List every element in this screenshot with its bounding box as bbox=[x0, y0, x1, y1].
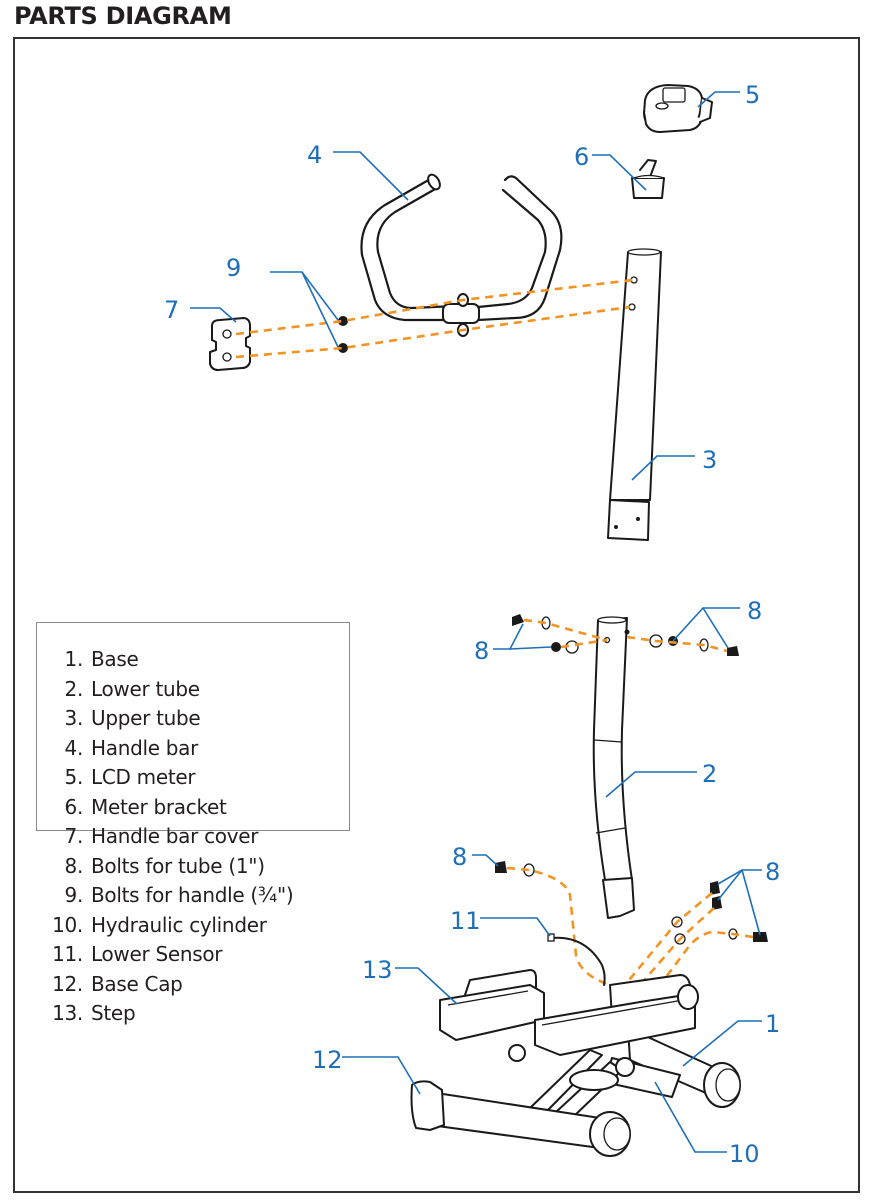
handle-bar bbox=[360, 173, 563, 337]
legend-number: 11. bbox=[52, 942, 83, 966]
legend-number: 2. bbox=[64, 676, 84, 701]
callout-3: 3 bbox=[702, 446, 717, 474]
legend-label: Hydraulic cylinder bbox=[91, 912, 267, 937]
lcd-meter bbox=[643, 84, 713, 133]
callout-8-upper-left: 8 bbox=[474, 637, 489, 665]
callout-9: 9 bbox=[226, 254, 241, 282]
legend-item: 1. Base bbox=[37, 645, 349, 675]
legend-label: Meter bracket bbox=[91, 794, 227, 819]
legend-label: Lower Sensor bbox=[91, 942, 223, 966]
legend-label: Bolts for handle (¾") bbox=[91, 883, 294, 907]
page-title: PARTS DIAGRAM bbox=[14, 2, 232, 30]
legend-number: 1. bbox=[64, 647, 84, 671]
legend-number: 10. bbox=[52, 912, 83, 937]
legend-number: 6. bbox=[64, 794, 84, 819]
legend-number: 8. bbox=[64, 853, 84, 878]
handle-bolts bbox=[338, 316, 348, 353]
legend-item: 10. Hydraulic cylinder bbox=[37, 911, 349, 941]
legend-label: Lower tube bbox=[91, 676, 200, 701]
legend-item: 9. Bolts for handle (¾") bbox=[37, 881, 349, 911]
lower-bolts-and-sensor bbox=[495, 861, 768, 987]
callout-4: 4 bbox=[307, 141, 322, 169]
callout-7: 7 bbox=[164, 296, 179, 324]
callout-11: 11 bbox=[450, 907, 481, 935]
legend-item: 5. LCD meter bbox=[37, 763, 349, 793]
upper-assembly-guides bbox=[235, 278, 634, 359]
callout-5: 5 bbox=[745, 81, 760, 109]
legend-label: Handle bar cover bbox=[91, 824, 259, 848]
callout-8-lower-right: 8 bbox=[765, 858, 780, 886]
legend-number: 4. bbox=[64, 735, 84, 760]
legend-label: Handle bar bbox=[91, 735, 199, 760]
legend-number: 7. bbox=[64, 824, 84, 848]
legend-label: Base Cap bbox=[91, 971, 183, 996]
callout-8-lower-left: 8 bbox=[452, 843, 467, 871]
meter-bracket bbox=[631, 159, 665, 199]
callout-1: 1 bbox=[765, 1010, 780, 1038]
stepper-base bbox=[410, 969, 741, 1157]
tube-top-bolts bbox=[512, 614, 739, 656]
callout-6: 6 bbox=[574, 143, 589, 171]
legend-item: 4. Handle bar bbox=[37, 734, 349, 764]
callout-10: 10 bbox=[729, 1140, 760, 1168]
callout-8-upper-right: 8 bbox=[747, 597, 762, 625]
legend-label: LCD meter bbox=[91, 765, 196, 789]
diagram-frame bbox=[13, 37, 860, 1193]
legend-item: 8. Bolts for tube (1") bbox=[37, 852, 349, 882]
legend-item: 7. Handle bar cover bbox=[37, 822, 349, 852]
callout-2: 2 bbox=[702, 760, 717, 788]
legend-label: Base bbox=[91, 647, 139, 671]
legend-number: 3. bbox=[64, 706, 84, 730]
callout-12: 12 bbox=[312, 1046, 343, 1074]
legend-label: Upper tube bbox=[91, 706, 201, 730]
legend-number: 5. bbox=[64, 765, 84, 789]
legend-label: Bolts for tube (1") bbox=[91, 853, 265, 878]
legend-number: 9. bbox=[64, 883, 84, 907]
legend-item: 12. Base Cap bbox=[37, 970, 349, 1000]
upper-tube bbox=[607, 248, 662, 541]
callout-leaders bbox=[190, 91, 762, 1153]
legend-label: Step bbox=[91, 1001, 136, 1025]
legend-item: 3. Upper tube bbox=[37, 704, 349, 734]
handle-bar-cover bbox=[209, 317, 251, 371]
legend-item: 13. Step bbox=[37, 999, 349, 1029]
parts-legend: 1. Base 2. Lower tube 3. Upper tube 4. Handl… bbox=[36, 622, 350, 1025]
lower-tube bbox=[592, 616, 635, 919]
callout-13: 13 bbox=[362, 956, 393, 984]
legend-number: 12. bbox=[52, 971, 83, 996]
legend-item: 2. Lower tube bbox=[37, 675, 349, 705]
legend-number: 13. bbox=[52, 1001, 83, 1025]
callout-numbers: 5 6 4 9 7 3 8 8 2 8 8 11 13 12 1 10 bbox=[164, 81, 780, 1168]
legend-item: 6. Meter bracket bbox=[37, 793, 349, 823]
legend-item: 11. Lower Sensor bbox=[37, 940, 349, 970]
